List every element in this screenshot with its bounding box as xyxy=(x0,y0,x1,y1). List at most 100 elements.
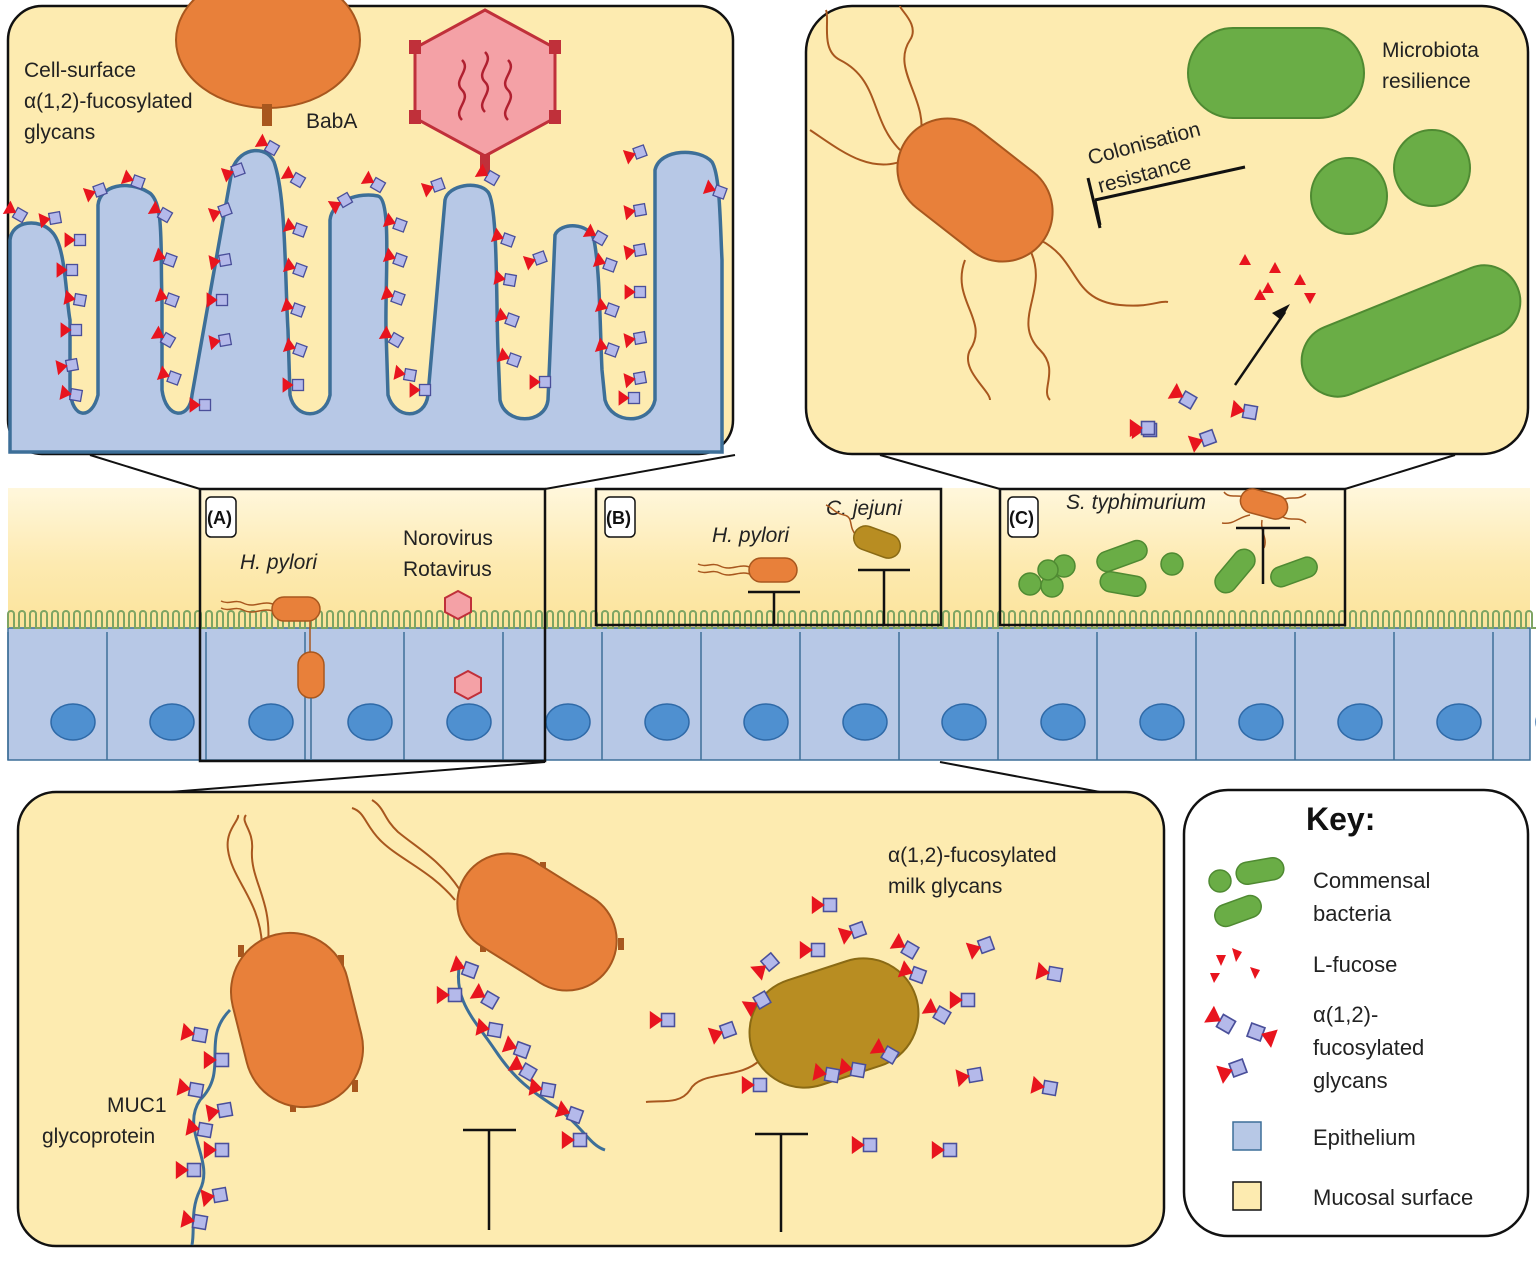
panel-top-left: Cell-surface α(1,2)-fucosylated glycans … xyxy=(2,0,735,456)
glycan-icon xyxy=(528,1077,557,1099)
glycan-icon xyxy=(150,325,177,349)
cell-nucleus xyxy=(50,703,96,741)
key-glycans-line3: glycans xyxy=(1313,1068,1388,1093)
cell-nucleus xyxy=(743,703,789,741)
glycan-icon xyxy=(64,232,87,248)
key-glycans-line1: α(1,2)- xyxy=(1313,1002,1378,1027)
cell-nucleus xyxy=(941,703,987,741)
glycan-icon xyxy=(82,182,108,203)
glycan-icon xyxy=(200,1186,229,1208)
fucose-icon xyxy=(1269,262,1281,273)
glycan-icon xyxy=(624,284,647,300)
glycan-icon xyxy=(592,252,618,273)
glycan-icon xyxy=(1204,1005,1237,1035)
glycan-icon xyxy=(812,1062,841,1084)
glycan-icon xyxy=(2,200,29,224)
glycan-icon xyxy=(1216,1057,1249,1084)
glycan-icon xyxy=(282,377,305,393)
box-c-tag: (C) xyxy=(1009,508,1034,528)
glycan-icon xyxy=(180,1209,209,1231)
strip-box-a: (A) H. pylori Norovirus Rotavirus xyxy=(198,487,547,763)
strip-box-b: (B) H. pylori C. jejuni xyxy=(594,487,943,627)
glycan-icon xyxy=(582,223,609,247)
cell-surface-label-line1: Cell-surface xyxy=(24,59,136,82)
glycan-icon xyxy=(409,382,432,398)
zoom-connectors xyxy=(89,454,1456,793)
free-fucose xyxy=(1129,254,1316,453)
glycan-icon xyxy=(594,337,620,358)
glycan-icon xyxy=(623,242,648,261)
glycan-icon xyxy=(120,169,146,190)
glycan-icon xyxy=(475,1017,504,1039)
glycan-icon xyxy=(649,1010,676,1030)
glycan-icon xyxy=(220,162,246,183)
glycan-icon xyxy=(507,1055,538,1082)
glycan-icon xyxy=(869,1038,900,1065)
glycan-icon xyxy=(280,297,306,318)
glycan-icon xyxy=(474,163,501,187)
key-title: Key: xyxy=(1306,801,1375,837)
cell-nucleus xyxy=(1040,703,1086,741)
l-fucose-icon xyxy=(1210,948,1260,983)
glycan-icon xyxy=(618,390,641,406)
baba-label: BabA xyxy=(306,110,357,133)
h-pylori-bound-1 xyxy=(229,931,365,1109)
glycan-icon xyxy=(185,1117,214,1139)
glycan-icon xyxy=(1187,428,1218,453)
muc1-label-line1: MUC1 xyxy=(107,1094,167,1117)
milk-glycans-line2: milk glycans xyxy=(888,875,1002,898)
resilience-line2: resilience xyxy=(1382,70,1471,93)
glycan-icon xyxy=(554,1100,585,1125)
h-pylori-zoomed xyxy=(896,117,1054,263)
glycan-icon xyxy=(175,1160,202,1180)
resilience-line1: Microbiota xyxy=(1382,39,1479,62)
box-b-hpylori-label: H. pylori xyxy=(712,524,790,547)
mucosal-surface-swatch-icon xyxy=(1232,1181,1262,1211)
release-arrow xyxy=(1233,311,1287,386)
glycan-icon xyxy=(207,202,233,223)
glycan-icon xyxy=(490,227,516,248)
glycan-icon xyxy=(208,332,233,351)
glycan-icon xyxy=(897,960,928,985)
cell-nucleus xyxy=(644,703,690,741)
glycan-icon xyxy=(382,212,408,233)
glycan-icon xyxy=(561,1130,588,1150)
glycan-icon xyxy=(420,177,446,198)
glycan-icon xyxy=(176,1077,205,1099)
key-epithelium: Epithelium xyxy=(1313,1125,1416,1150)
commensal-coccus-1 xyxy=(1310,157,1388,235)
glycan-icon xyxy=(63,289,88,308)
glycan-icon xyxy=(59,384,84,403)
fucose-icon xyxy=(1294,274,1306,285)
commensal-rod-2 xyxy=(1300,264,1522,398)
glycan-icon xyxy=(1230,399,1259,421)
cell-surface-label-line3: glycans xyxy=(24,121,95,144)
fucose-icon xyxy=(1262,282,1274,293)
glycan-icon xyxy=(282,217,308,238)
glycan-icon xyxy=(623,370,648,389)
glycan-icon xyxy=(623,202,648,221)
glycan-icon xyxy=(931,1140,958,1160)
muc1-label-line2: glycoprotein xyxy=(42,1125,155,1148)
epithelial-cells xyxy=(7,632,1536,760)
h-pylori-bacterium-cell xyxy=(175,0,361,126)
glycan-icon xyxy=(55,357,80,376)
glycan-icon xyxy=(56,262,79,278)
glycan-icon xyxy=(494,307,520,328)
glycan-icon xyxy=(380,285,406,306)
glycan-icon xyxy=(623,330,648,349)
glycan-icon xyxy=(496,347,522,368)
glycan-icon xyxy=(327,191,354,215)
glycan-icon xyxy=(152,247,178,268)
glycan-icon xyxy=(707,1020,738,1045)
glycan-icon xyxy=(965,935,996,960)
glycan-icon xyxy=(622,144,648,165)
glycan-icon xyxy=(38,210,63,229)
cell-nucleus xyxy=(545,703,591,741)
panel-bottom: MUC1 glycoprotein α(1,2)-fucosylated mil… xyxy=(16,790,1166,1248)
glycan-icon xyxy=(203,1140,230,1160)
milk-glycans-line1: α(1,2)-fucosylated xyxy=(888,844,1057,867)
key-commensal-line1: Commensal xyxy=(1313,868,1430,893)
strip-box-c: (C) S. typhimurium xyxy=(998,487,1347,627)
commensal-rod-1 xyxy=(1187,27,1365,119)
